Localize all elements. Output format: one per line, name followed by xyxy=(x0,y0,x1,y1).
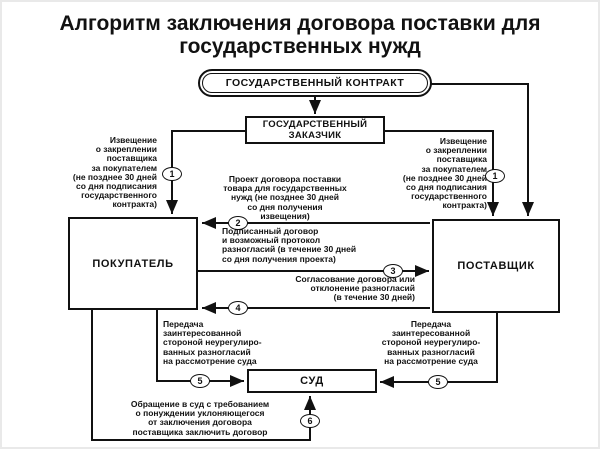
step-badge-1-right: 1 xyxy=(485,169,505,183)
node-buyer: ПОКУПАТЕЛЬ xyxy=(68,217,198,310)
step-badge-6: 6 xyxy=(300,414,320,428)
node-court: СУД xyxy=(247,369,377,393)
label-agreement: Согласование договора или отклонение раз… xyxy=(295,274,415,303)
label-signed-contract: Подписанный договор и возможный протокол… xyxy=(222,226,357,264)
node-state-contract: ГОСУДАРСТВЕННЫЙ КОНТРАКТ xyxy=(198,69,432,97)
label-transfer-right: Передача заинтересованной стороной неуре… xyxy=(381,319,481,366)
arrow-supplier-to-court xyxy=(380,313,498,388)
step-badge-3: 3 xyxy=(383,264,403,278)
step-badge-5-right: 5 xyxy=(428,375,448,389)
node-state-contract-label: ГОСУДАРСТВЕННЫЙ КОНТРАКТ xyxy=(202,73,428,93)
arrow-buyer-to-court xyxy=(156,310,244,387)
label-court-appeal: Обращение в суд с требованием о понужден… xyxy=(130,399,270,437)
label-draft-contract: Проект договора поставки товара для госу… xyxy=(223,174,347,221)
arrow-contract-to-supplier xyxy=(430,83,534,216)
step-badge-2: 2 xyxy=(228,216,248,230)
arrow-customer-to-supplier xyxy=(385,130,499,216)
page-title: Алгоритм заключения договора поставки дл… xyxy=(59,12,541,58)
step-badge-5-left: 5 xyxy=(190,374,210,388)
node-supplier: ПОСТАВЩИК xyxy=(432,219,560,313)
label-notice-left: Извещение о закреплении поставщика за по… xyxy=(72,135,157,210)
step-badge-4: 4 xyxy=(228,301,248,315)
node-state-customer: ГОСУДАРСТВЕННЫЙ ЗАКАЗЧИК xyxy=(245,116,385,144)
label-notice-right: Извещение о закреплении поставщика за по… xyxy=(402,136,487,211)
step-badge-1-left: 1 xyxy=(162,167,182,181)
arrow-customer-to-buyer xyxy=(166,130,245,214)
label-transfer-left: Передача заинтересованной стороной неуре… xyxy=(163,319,262,366)
